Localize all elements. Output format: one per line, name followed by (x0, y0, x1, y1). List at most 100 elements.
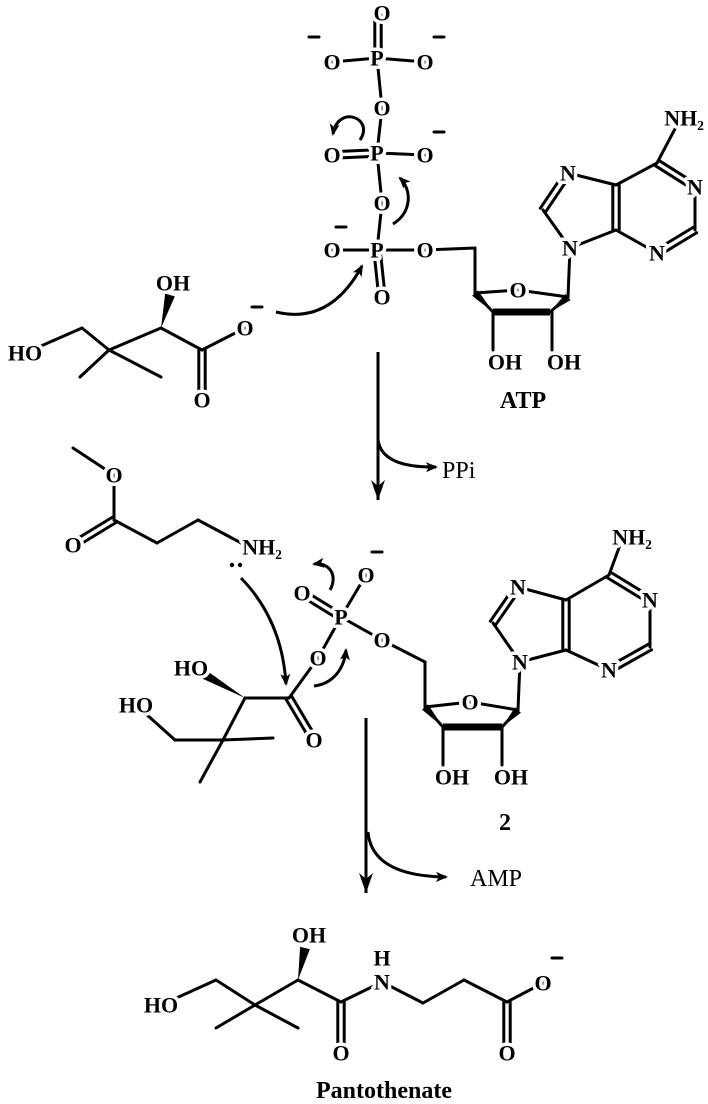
bond (339, 573, 368, 619)
bond (423, 700, 472, 709)
atom-label: N (687, 175, 703, 200)
atom-label: N (510, 575, 526, 600)
bond (375, 151, 384, 205)
atom-label: O (416, 238, 433, 263)
bond (200, 326, 247, 352)
bond (653, 164, 695, 192)
bond (516, 660, 522, 712)
amine-attack-arrow (239, 576, 291, 686)
bond (330, 56, 379, 64)
bond (548, 295, 570, 314)
atom-label: O (416, 50, 433, 75)
bond (159, 326, 204, 352)
atom-label: O (323, 143, 340, 168)
atom-label: O (332, 1041, 349, 1066)
bond (423, 246, 477, 252)
bond (380, 638, 427, 664)
bonds (23, 13, 699, 1055)
bond (69, 515, 114, 544)
bond (516, 288, 570, 299)
bond (214, 1003, 257, 1030)
atom-label: O (323, 50, 340, 75)
bond (566, 246, 572, 299)
bond (107, 326, 163, 352)
bond (614, 228, 659, 255)
bond (112, 518, 159, 545)
bond (71, 446, 116, 477)
atom-label: O (309, 646, 326, 671)
atom-label: HO (144, 993, 178, 1018)
bond (541, 208, 572, 250)
bond (214, 978, 257, 1007)
bond (657, 158, 699, 186)
bond (516, 585, 568, 602)
atom-label: O (193, 388, 210, 413)
atom-label: O (105, 463, 122, 488)
bond (290, 694, 319, 740)
bond (107, 348, 163, 379)
bond (473, 288, 520, 295)
atom-label: O (534, 971, 551, 996)
atom-label: N (642, 588, 658, 613)
bond (538, 169, 567, 210)
electron-push-arrow (392, 176, 411, 226)
atom-label: H (373, 946, 390, 971)
atom-label: N (601, 658, 617, 683)
bond (134, 703, 177, 742)
bond (657, 231, 699, 258)
compound-labels: ATP PPi 2 AMP Pantothenate (316, 388, 546, 1104)
atom-label: O (509, 278, 526, 303)
electron-push-arrow (312, 557, 335, 591)
bond (155, 518, 200, 545)
bond (296, 978, 343, 1004)
bond (375, 56, 427, 64)
nucleophilic-attack-arrow (275, 264, 364, 316)
arrows (239, 115, 448, 893)
bond (372, 248, 381, 299)
atom-label: O (461, 690, 478, 715)
amp-label: AMP (470, 866, 522, 892)
atom-label: O (373, 1, 390, 26)
bond (605, 576, 650, 605)
atom-label: O (305, 728, 322, 753)
bond (159, 978, 218, 1007)
bond (488, 583, 517, 623)
bond (564, 648, 611, 672)
atom-label: P (370, 46, 383, 71)
atom-label: NH₂ (612, 525, 652, 550)
electron-push-arrow (313, 648, 350, 688)
atom-label: O (373, 285, 390, 310)
bond (330, 154, 379, 160)
bond (653, 225, 695, 252)
amp-release-arrow (366, 831, 448, 882)
bond (500, 708, 520, 729)
atom-label: OH (435, 765, 469, 790)
bond (462, 978, 509, 1004)
intermediate-2-label: 2 (499, 810, 511, 836)
atom-label: P (370, 141, 383, 166)
atp-label: ATP (500, 388, 546, 414)
bond (298, 594, 341, 622)
bond (605, 642, 650, 669)
atom-label: HO (119, 693, 153, 718)
lone-pair-dot (229, 562, 235, 568)
atom-label: N (649, 241, 665, 266)
bond (375, 151, 427, 157)
atom-label: O (373, 96, 390, 121)
bond (614, 161, 659, 187)
atom-label: NH₂ (664, 106, 704, 131)
bond (253, 1003, 300, 1030)
atom-label: O (64, 533, 81, 558)
bond (607, 543, 622, 577)
atom-label: N (562, 236, 578, 261)
bond (198, 738, 225, 784)
wedge-bond (161, 293, 175, 328)
atom-label: OH (292, 923, 326, 948)
bond (284, 698, 313, 744)
wedge-bond (197, 667, 245, 698)
bond (73, 521, 118, 550)
bond (316, 615, 343, 660)
bond (421, 978, 466, 1005)
